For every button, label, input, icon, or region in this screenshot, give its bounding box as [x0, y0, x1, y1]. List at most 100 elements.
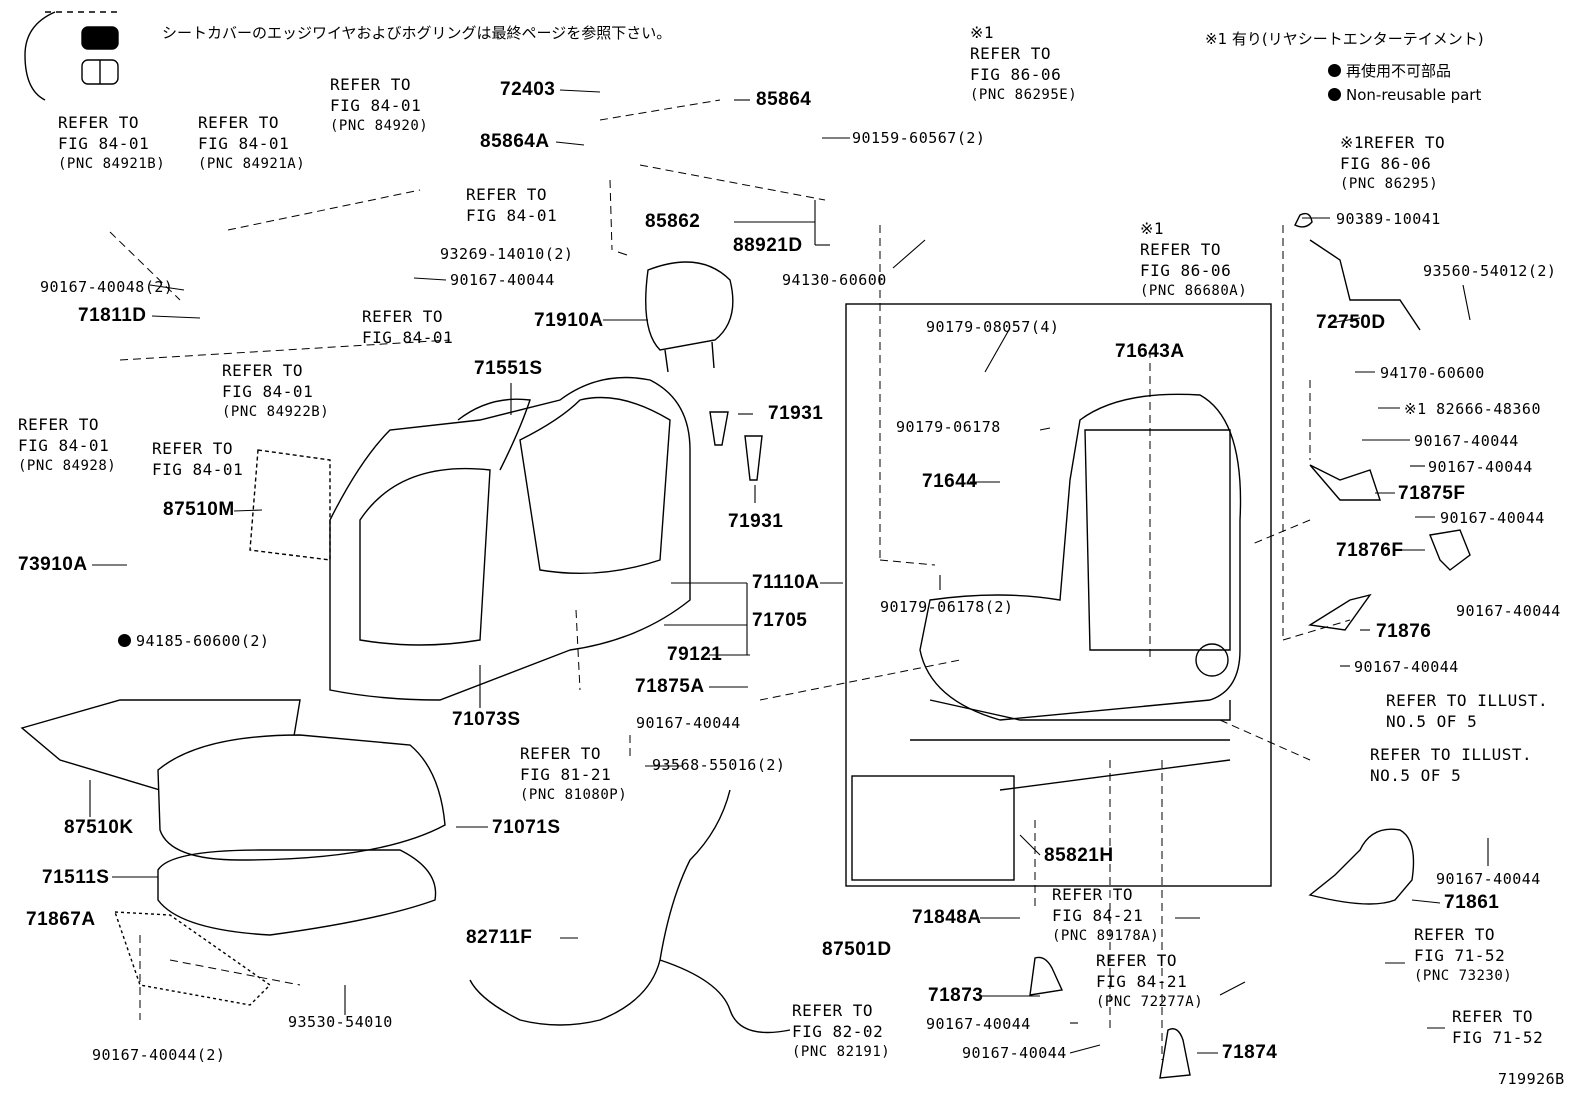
part-71876[interactable]: 71876: [1376, 621, 1432, 642]
part-87501D[interactable]: 87501D: [822, 939, 892, 960]
part-93568-55016[interactable]: 93568-55016(2): [652, 756, 786, 774]
seat-frame-box: [845, 303, 1272, 887]
part-71705[interactable]: 71705: [752, 610, 808, 631]
part-71861[interactable]: 71861: [1444, 892, 1500, 913]
wire-harness: [469, 789, 791, 1034]
ref-illust-no5-b[interactable]: REFER TO ILLUST.NO.5 OF 5: [1370, 745, 1533, 785]
part-71867A[interactable]: 71867A: [26, 909, 96, 930]
part-85864A[interactable]: 85864A: [480, 131, 550, 152]
part-71071S[interactable]: 71071S: [492, 817, 561, 838]
part-85862[interactable]: 85862: [645, 211, 701, 232]
non-reusable-dot-icon: [1328, 64, 1341, 77]
part-71110A[interactable]: 71110A: [752, 572, 820, 593]
part-71073S[interactable]: 71073S: [452, 709, 521, 730]
part-72403[interactable]: 72403: [500, 79, 556, 100]
headrest: [645, 261, 734, 351]
part-90179-08057[interactable]: 90179-08057(4): [926, 318, 1060, 336]
part-90167-40048[interactable]: 90167-40048(2): [40, 278, 174, 296]
part-90167-40044-d[interactable]: 90167-40044: [962, 1044, 1067, 1062]
part-94185-60600[interactable]: 94185-60600(2): [118, 632, 269, 651]
part-90167-40044-e[interactable]: 90167-40044: [1414, 432, 1519, 450]
part-85821H[interactable]: 85821H: [1044, 845, 1114, 866]
non-reusable-legend-jp: 再使用不可部品: [1328, 60, 1451, 81]
part-72750D[interactable]: 72750D: [1316, 312, 1386, 333]
part-71511S[interactable]: 71511S: [42, 867, 110, 888]
part-90179-06178[interactable]: 90179-06178: [896, 418, 1001, 436]
part-94130-60600[interactable]: 94130-60600: [782, 271, 887, 289]
part-90167-40044-h[interactable]: 90167-40044: [1456, 602, 1561, 620]
part-85864[interactable]: 85864: [756, 89, 812, 110]
back-pad: [249, 449, 331, 561]
part-90179-06178-2[interactable]: 90179-06178(2): [880, 598, 1014, 616]
part-71931-b[interactable]: 71931: [728, 511, 784, 532]
part-90159-60567[interactable]: 90159-60567(2): [852, 129, 986, 147]
legend-bubble: [24, 11, 56, 101]
rear-entertainment-note: ※1 有り(リヤシートエンターテイメント): [1205, 30, 1484, 48]
part-90167-40044-g[interactable]: 90167-40044: [1440, 509, 1545, 527]
seat-cushion-cover: [157, 734, 446, 861]
part-90167-40044-f[interactable]: 90167-40044: [1428, 458, 1533, 476]
part-71876F[interactable]: 71876F: [1336, 540, 1404, 561]
seat-back-cover: [329, 376, 691, 701]
part-90167-40044-a[interactable]: 90167-40044: [450, 271, 555, 289]
seat-frame: [919, 393, 1242, 721]
part-82666-48360[interactable]: ※1 82666-48360: [1404, 400, 1541, 418]
part-71848A[interactable]: 71848A: [912, 907, 982, 928]
part-82711F[interactable]: 82711F: [466, 927, 533, 948]
part-71874[interactable]: 71874: [1222, 1042, 1278, 1063]
part-87510K[interactable]: 87510K: [64, 817, 134, 838]
seatbelt-buckle-71861: [1308, 828, 1415, 905]
part-73910A[interactable]: 73910A: [18, 554, 88, 575]
legend-black-seat-icon: [81, 26, 119, 50]
part-94170-60600[interactable]: 94170-60600: [1380, 364, 1485, 382]
non-reusable-dot-icon: [118, 634, 131, 647]
part-79121[interactable]: 79121: [667, 644, 723, 665]
ref-illust-no5-a[interactable]: REFER TO ILLUST.NO.5 OF 5: [1386, 691, 1549, 731]
part-93269-14010[interactable]: 93269-14010(2): [440, 245, 574, 263]
part-71643A[interactable]: 71643A: [1115, 341, 1185, 362]
part-71875F[interactable]: 71875F: [1398, 483, 1466, 504]
part-71644[interactable]: 71644: [922, 471, 978, 492]
part-90167-40044-c[interactable]: 90167-40044: [926, 1015, 1031, 1033]
part-88921D[interactable]: 88921D: [733, 235, 803, 256]
non-reusable-legend-en: Non-reusable part: [1328, 86, 1481, 104]
part-71875A[interactable]: 71875A: [635, 676, 705, 697]
part-71873[interactable]: 71873: [928, 985, 984, 1006]
part-71910A[interactable]: 71910A: [534, 310, 604, 331]
part-87510M[interactable]: 87510M: [163, 499, 235, 520]
part-90167-40044-i[interactable]: 90167-40044: [1354, 658, 1459, 676]
part-93530-54010[interactable]: 93530-54010: [288, 1013, 393, 1031]
part-71931-a[interactable]: 71931: [768, 403, 824, 424]
figure-id: 719926B: [1498, 1070, 1565, 1088]
part-71811D[interactable]: 71811D: [78, 305, 147, 326]
part-90167-40044-2[interactable]: 90167-40044(2): [92, 1046, 226, 1064]
seat-cushion-pad: [157, 849, 437, 936]
pump-sub-box: [851, 775, 1015, 881]
header-note: シートカバーのエッジワイヤおよびホグリングは最終ページを参照下さい。: [162, 24, 672, 42]
under-panel: [114, 911, 272, 1006]
part-71551S[interactable]: 71551S: [474, 358, 543, 379]
part-90167-40044-j[interactable]: 90167-40044: [1436, 870, 1541, 888]
part-90389-10041[interactable]: 90389-10041: [1336, 210, 1441, 228]
part-93560-54012[interactable]: 93560-54012(2): [1423, 262, 1557, 280]
non-reusable-dot-icon: [1328, 88, 1341, 101]
part-90167-40044-b[interactable]: 90167-40044: [636, 714, 741, 732]
